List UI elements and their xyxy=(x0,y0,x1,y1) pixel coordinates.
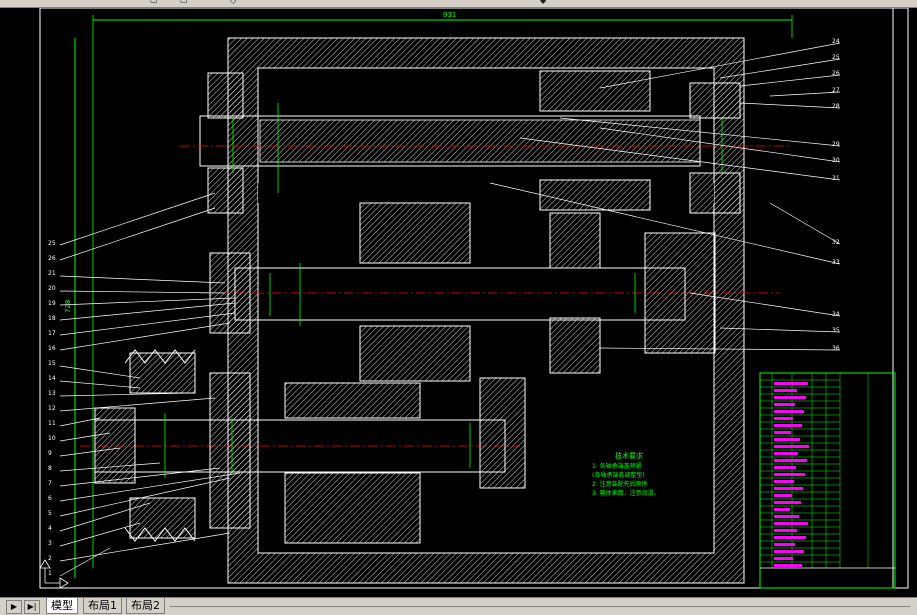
tech-requirements: 技术要求 1. 各轴承端盖预紧 (各轴承端盖调整垫) 2. 注意装配先后顺序 3… xyxy=(592,451,660,497)
layout-tab-bar: ▶ ▶| 模型 布局1 布局2 xyxy=(0,597,917,615)
overall-dimension-text: 931 xyxy=(443,11,456,19)
callout-number: 9 xyxy=(48,450,52,457)
callout-number: 7 xyxy=(48,480,52,487)
callout-number: 29 xyxy=(832,141,840,148)
title-block xyxy=(759,372,896,589)
callout-number: 25 xyxy=(832,54,840,61)
toolbar-button[interactable]: ▭ xyxy=(180,0,188,5)
callout-number: 4 xyxy=(48,525,52,532)
right-callout-numbers: 24 25 26 27 28 29 30 31 32 33 34 35 36 xyxy=(832,38,840,352)
drawing-border xyxy=(39,8,909,589)
callout-number: 30 xyxy=(832,157,840,164)
callout-number: 32 xyxy=(832,239,840,246)
callout-number: 5 xyxy=(48,510,52,517)
callout-number: 25 xyxy=(48,240,56,247)
callout-number: 28 xyxy=(832,103,840,110)
callout-number: 18 xyxy=(48,315,56,322)
callout-number: 1 xyxy=(48,570,52,577)
tech-req-line: 3. 箱体表面，注意润滑。 xyxy=(592,489,660,497)
callout-number: 36 xyxy=(832,345,840,352)
tech-req-line: (各轴承端盖调整垫) xyxy=(592,471,645,479)
callout-number: 16 xyxy=(48,345,56,352)
callout-number: 26 xyxy=(48,255,56,262)
callout-number: 31 xyxy=(832,175,840,182)
tech-req-title: 技术要求 xyxy=(615,451,643,460)
callout-number: 12 xyxy=(48,405,56,412)
shaft-top xyxy=(180,70,790,214)
callout-number: 33 xyxy=(832,259,840,266)
nav-last-button[interactable]: ▶| xyxy=(24,600,40,614)
tab-layout2[interactable]: 布局2 xyxy=(126,598,165,614)
callout-number: 13 xyxy=(48,390,56,397)
toolbar-button[interactable]: ◇ xyxy=(230,0,237,5)
callout-number: 17 xyxy=(48,330,56,337)
callout-number: 35 xyxy=(832,327,840,334)
toolbar: ▭ ▭ ◇ ◆ xyxy=(0,0,917,8)
shaft-bottom xyxy=(80,349,526,544)
callout-number: 15 xyxy=(48,360,56,367)
callout-number: 11 xyxy=(48,420,56,427)
callout-number: 8 xyxy=(48,465,52,472)
callout-number: 14 xyxy=(48,375,56,382)
callout-number: 20 xyxy=(48,285,56,292)
tab-model[interactable]: 模型 xyxy=(46,598,78,614)
left-leaders xyxy=(59,192,241,577)
toolbar-button[interactable]: ◆ xyxy=(540,0,547,5)
callout-number: 19 xyxy=(48,300,56,307)
tech-req-line: 2. 注意装配先后顺序 xyxy=(592,480,648,488)
left-dimension: 728 xyxy=(64,38,76,578)
callout-number: 34 xyxy=(832,311,840,318)
cad-drawing: 931 728 xyxy=(39,8,909,589)
ucs-icon xyxy=(39,559,69,589)
callout-number: 3 xyxy=(48,540,52,547)
callout-number: 6 xyxy=(48,495,52,502)
callout-number: 24 xyxy=(832,38,840,45)
nav-first-button[interactable]: ▶ xyxy=(6,600,22,614)
callout-number: 21 xyxy=(48,270,56,277)
right-leaders xyxy=(489,42,841,351)
callout-number: 26 xyxy=(832,70,840,77)
shaft-middle xyxy=(200,202,780,382)
tech-req-line: 1. 各轴承端盖预紧 xyxy=(592,462,642,470)
callout-number: 10 xyxy=(48,435,56,442)
drawing-canvas[interactable]: 931 728 xyxy=(0,8,917,597)
toolbar-button[interactable]: ▭ xyxy=(150,0,158,5)
tab-layout1[interactable]: 布局1 xyxy=(83,598,122,614)
callout-number: 27 xyxy=(832,87,840,94)
vertical-dimension-text: 728 xyxy=(64,300,72,313)
callout-number: 2 xyxy=(48,555,52,562)
